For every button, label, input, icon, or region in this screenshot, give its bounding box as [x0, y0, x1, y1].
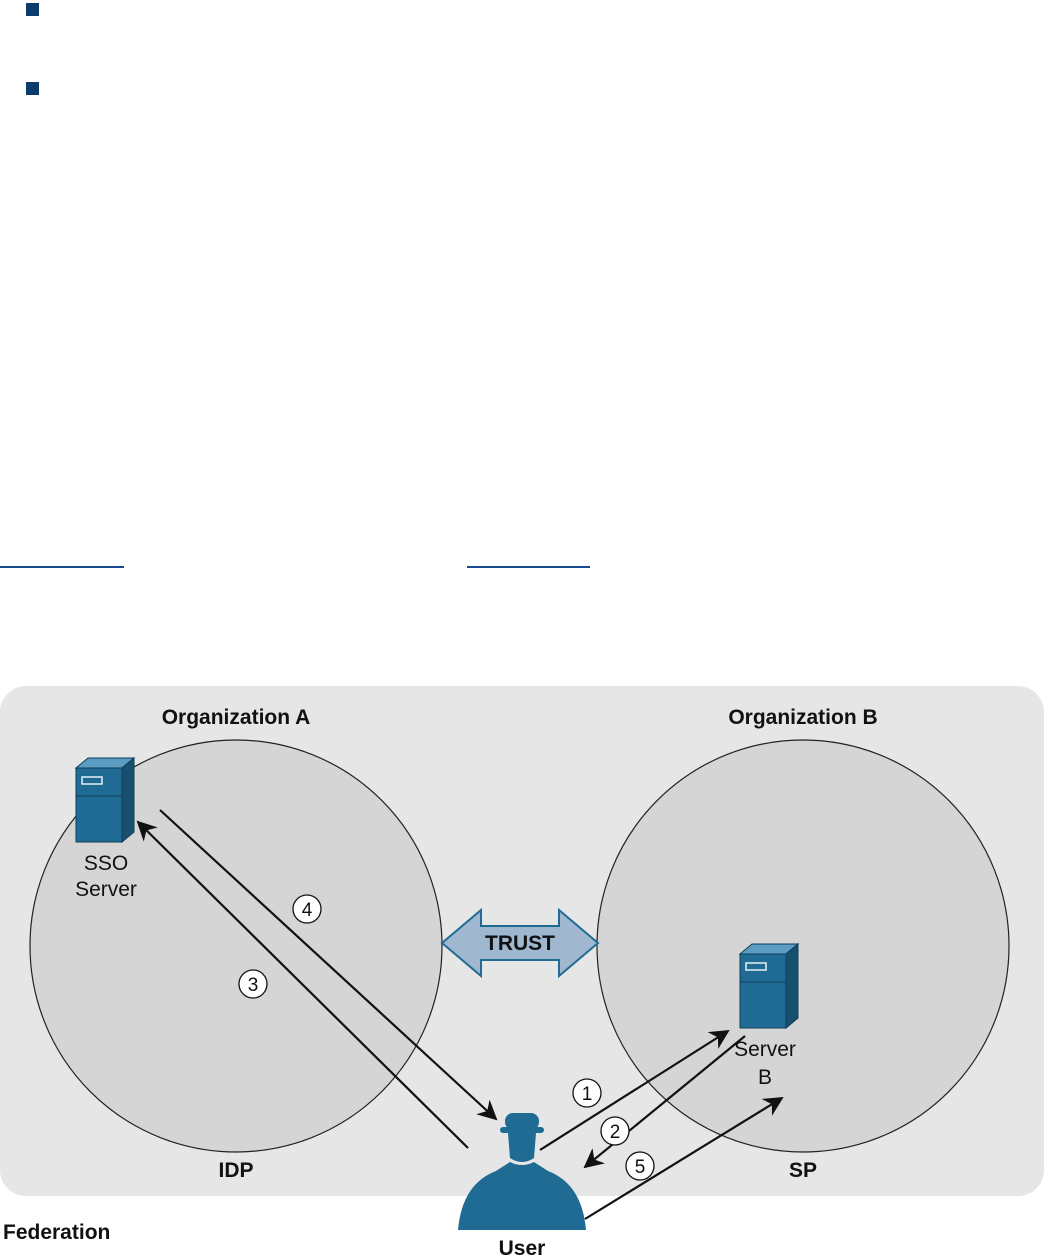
step-1-marker: 1	[572, 1078, 602, 1108]
step-5-arrow	[584, 1096, 784, 1220]
organization-b-circle	[596, 739, 1010, 1153]
step-4-arrow	[159, 809, 498, 1121]
bullet-square	[26, 82, 39, 95]
step-3-marker: 3	[238, 969, 268, 999]
user-icon	[458, 1113, 586, 1230]
user-label: User	[499, 1237, 546, 1258]
svg-text:4: 4	[302, 900, 313, 921]
step-5-marker: 5	[625, 1151, 655, 1181]
sso-server-label-line1: SSO	[84, 852, 128, 875]
federation-diagram: Organization A Organization B IDP SP SSO…	[0, 686, 1044, 1258]
svg-text:2: 2	[610, 1122, 621, 1143]
server-b-label-line1: Server	[734, 1038, 796, 1061]
bullet-square	[26, 3, 39, 16]
sso-server-icon	[74, 756, 136, 844]
organization-b-title: Organization B	[728, 706, 877, 729]
trust-label: TRUST	[485, 932, 555, 955]
svg-text:1: 1	[582, 1084, 593, 1105]
organization-a-circle	[29, 739, 443, 1153]
step-4-marker: 4	[292, 894, 322, 924]
step-2-marker: 2	[600, 1116, 630, 1146]
server-b-icon	[738, 942, 800, 1030]
link-underline[interactable]	[0, 566, 124, 568]
sp-label: SP	[789, 1159, 817, 1182]
idp-label: IDP	[218, 1159, 253, 1182]
server-b-label-line2: B	[758, 1066, 772, 1089]
organization-a-title: Organization A	[162, 706, 311, 729]
svg-text:5: 5	[635, 1157, 646, 1178]
trust-arrow	[440, 907, 600, 979]
step-3-arrow	[136, 820, 469, 1149]
sso-server-label-line2: Server	[75, 878, 137, 901]
svg-text:3: 3	[248, 975, 259, 996]
step-1-arrow	[539, 1029, 730, 1151]
link-underline[interactable]	[467, 566, 590, 568]
federation-label: Federation	[3, 1221, 110, 1244]
